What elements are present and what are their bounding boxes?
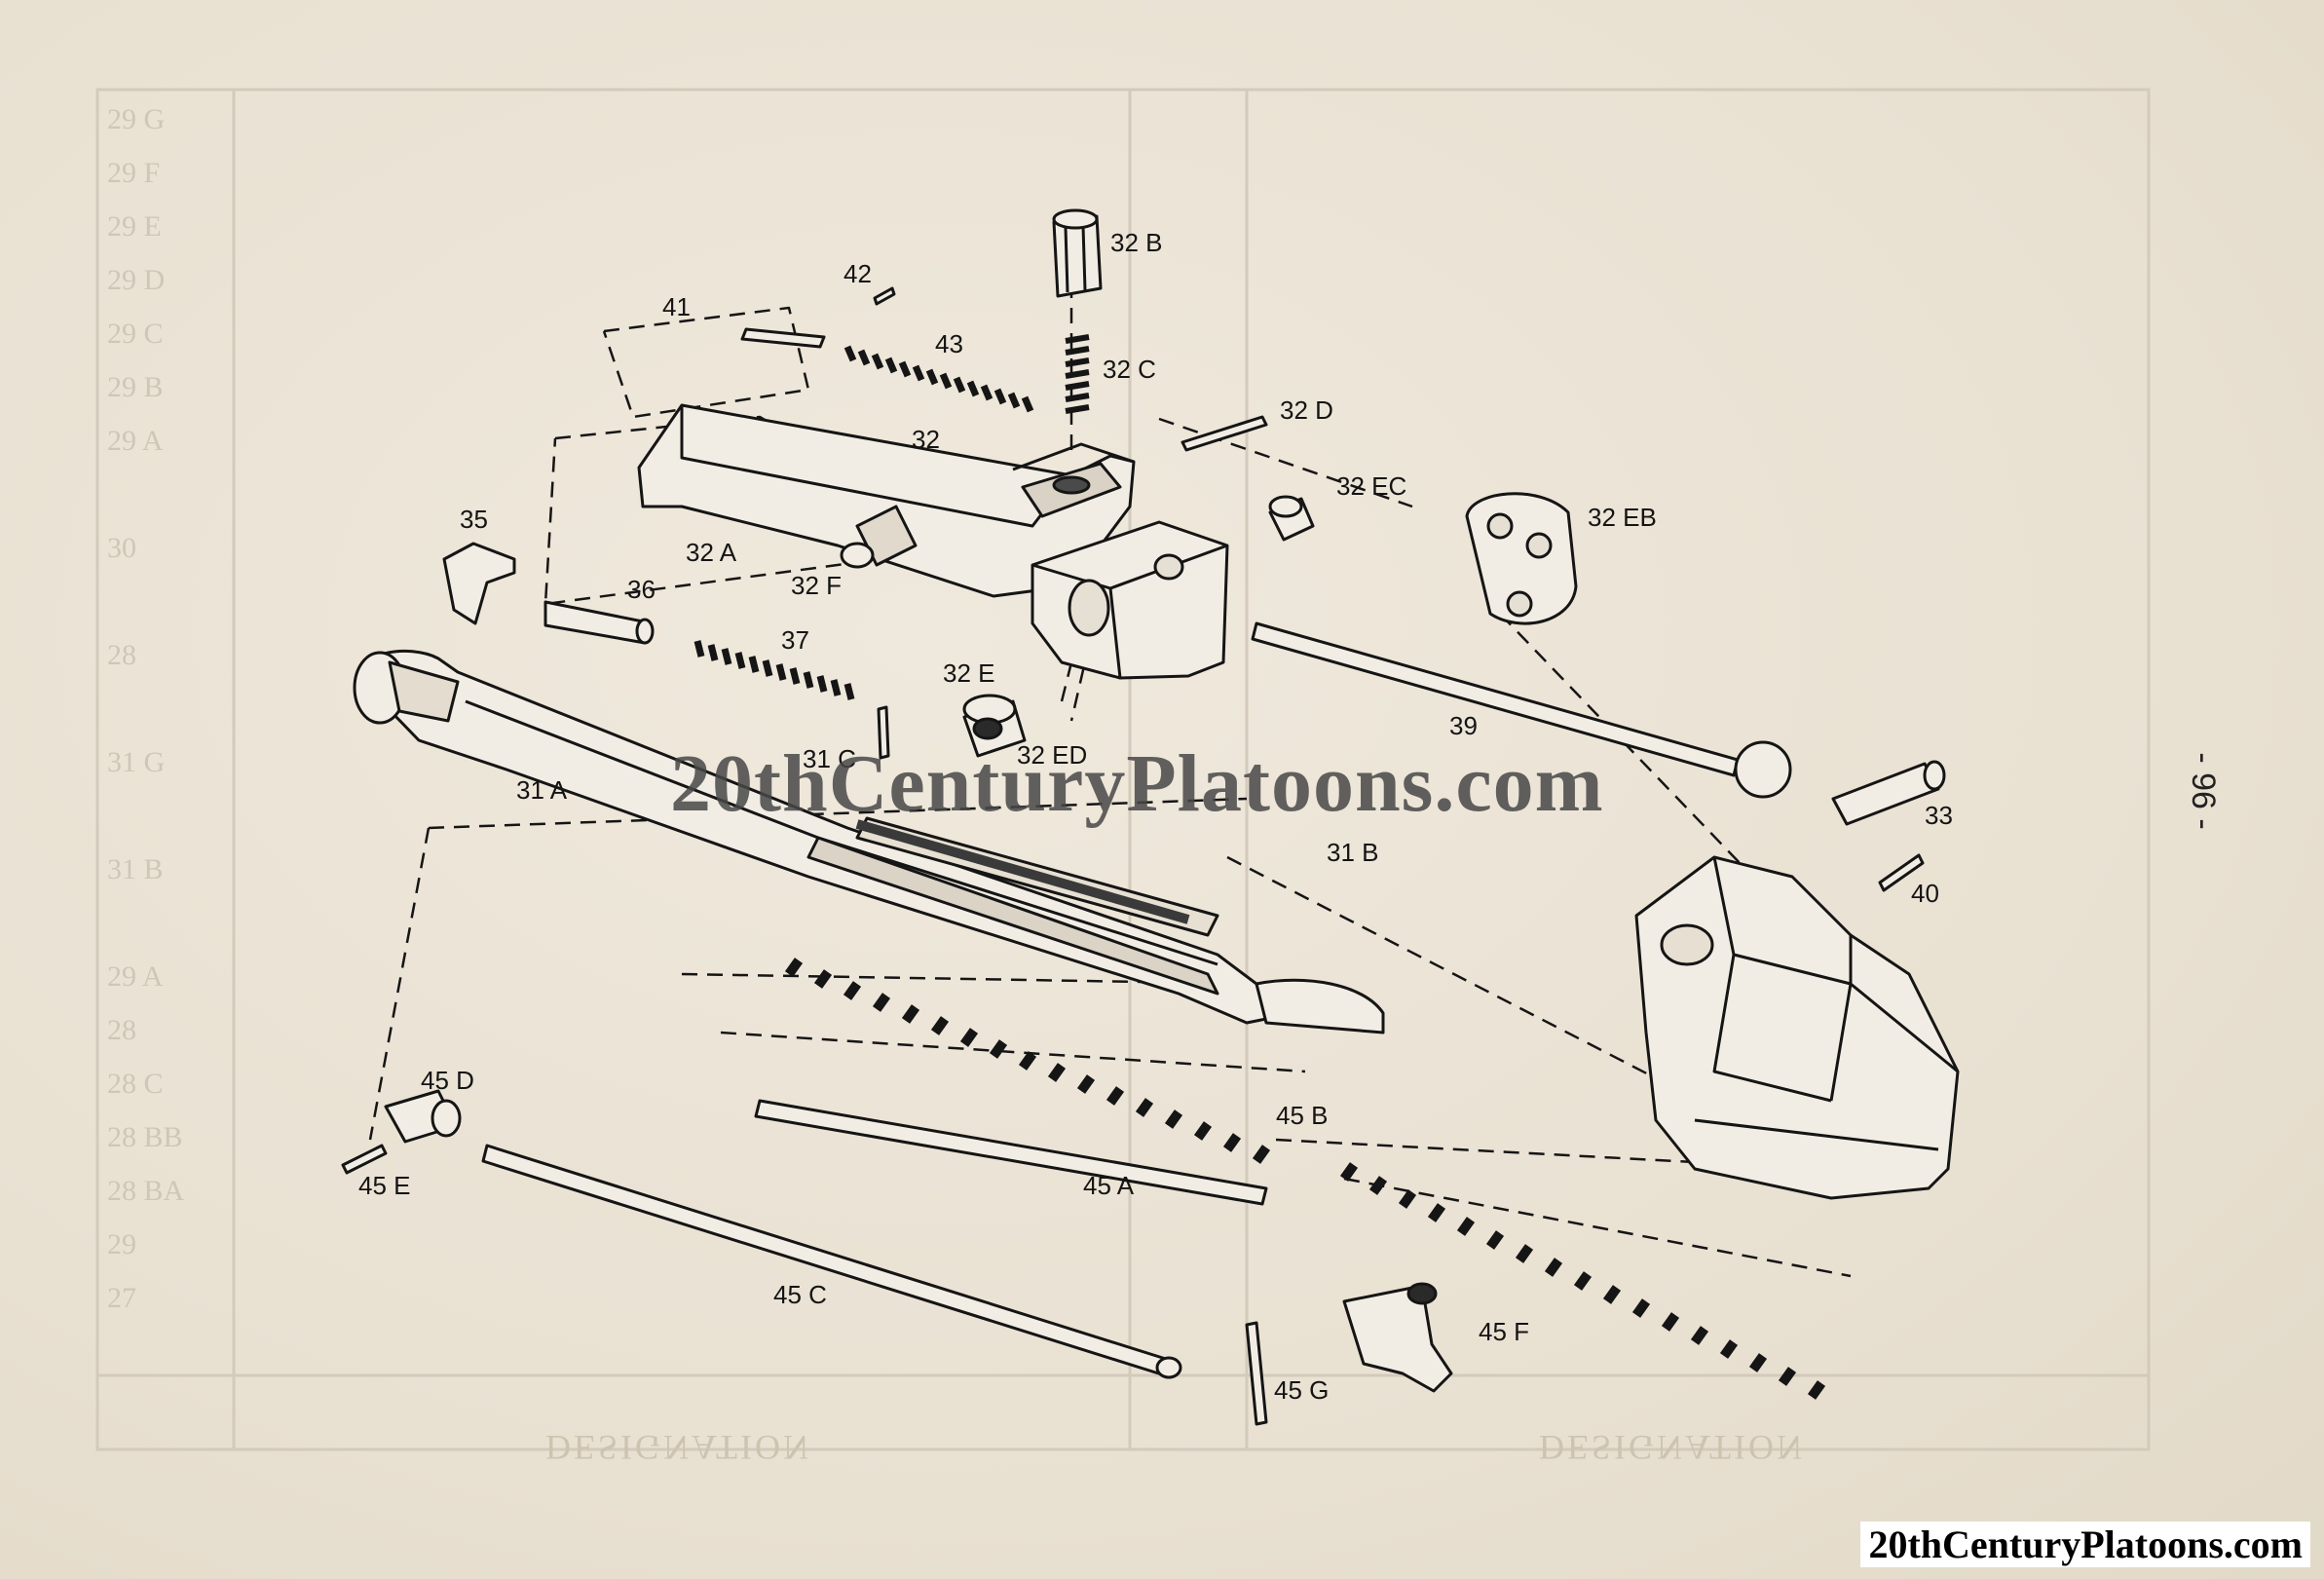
part-32ed-bushing <box>962 694 1027 758</box>
part-label: 32 E <box>943 658 995 688</box>
ghost-row-number: 28 BB <box>107 1121 183 1153</box>
ghost-row-number: 29 E <box>107 210 162 243</box>
bleed-through-rows: 29 G 29 F 29 E 29 D 29 C 29 B 29 A 30 28 31 G 31 B… <box>107 103 185 1314</box>
part-45e-pin <box>341 1144 388 1175</box>
part-45d-bushing <box>384 1089 462 1144</box>
part-32b-cap <box>1052 208 1103 298</box>
part-45c-rod <box>481 1144 1182 1379</box>
ghost-row-number: 29 A <box>107 425 164 457</box>
part-label: 45 F <box>1479 1317 1529 1346</box>
part-label: 32 C <box>1103 355 1156 384</box>
part-32e-block <box>1031 520 1229 680</box>
part-40-pin <box>1878 853 1925 892</box>
part-label: 31 B <box>1327 838 1379 867</box>
ghost-row-number: 28 BA <box>107 1175 185 1207</box>
part-32ec-bushing <box>1268 495 1315 542</box>
page-number: - 96 - <box>2185 752 2223 830</box>
part-label: 33 <box>1925 801 1953 830</box>
part-label: 31 C <box>803 744 856 773</box>
part-label: 43 <box>935 329 963 358</box>
ghost-row-number: 29 A <box>107 960 164 993</box>
part-label: 41 <box>662 292 691 321</box>
part-45f-head <box>1342 1282 1453 1393</box>
part-32c-spring <box>1065 334 1090 414</box>
ghost-row-number: 30 <box>107 532 136 564</box>
ghost-row-number: 29 <box>107 1228 136 1260</box>
part-45a-rod <box>754 1099 1268 1206</box>
part-31-bolt <box>353 649 1385 1034</box>
part-label: 45 D <box>421 1066 474 1095</box>
part-label: 37 <box>781 625 809 655</box>
part-label: 32 EB <box>1588 503 1657 532</box>
part-39-rod <box>1251 621 1792 799</box>
part-label: 32 B <box>1110 228 1163 257</box>
part-31-housing <box>1634 855 1960 1200</box>
watermark-corner: 20thCenturyPlatoons.com <box>1860 1522 2310 1567</box>
ghost-row-number: 31 G <box>107 746 165 778</box>
ghost-row-number: 29 F <box>107 157 160 189</box>
ghost-row-number: 28 <box>107 1014 136 1046</box>
parts <box>341 208 1960 1426</box>
part-label: 45 A <box>1083 1171 1135 1200</box>
watermark-center: 20thCenturyPlatoons.com <box>670 738 1604 829</box>
part-label: 32 ED <box>1017 740 1087 770</box>
part-labels: 32 B 42 41 43 32 C 32 D 32 32 EC 32 EB 35 32 A 32 F… <box>358 228 1953 1405</box>
ghost-header-left: DESIGNATION <box>545 1428 811 1467</box>
part-label: 45 E <box>358 1171 411 1200</box>
ghost-row-number: 29 B <box>107 371 164 403</box>
ghost-row-number: 27 <box>107 1282 136 1314</box>
bleed-through-table <box>95 88 2151 1451</box>
part-label: 35 <box>460 505 488 534</box>
part-label: 42 <box>843 259 872 288</box>
part-35 <box>442 542 516 625</box>
ghost-row-number: 29 G <box>107 103 165 135</box>
part-label: 45 C <box>773 1280 827 1309</box>
part-41-pin <box>740 327 826 349</box>
part-45b-spring-lower <box>1339 1162 1826 1400</box>
part-label: 39 <box>1449 711 1478 740</box>
ghost-row-number: 28 <box>107 639 136 671</box>
part-42-pin <box>873 286 896 306</box>
part-label: 40 <box>1911 879 1939 908</box>
part-45g-pin <box>1245 1321 1268 1426</box>
part-label: 36 <box>627 575 656 604</box>
part-31c-pin <box>877 705 890 760</box>
part-36-tube <box>544 600 655 645</box>
part-43-spring <box>843 345 1034 413</box>
part-label: 32 EC <box>1336 471 1406 501</box>
part-label: 31 A <box>516 775 568 805</box>
ghost-row-number: 31 B <box>107 853 164 885</box>
part-label: 32 D <box>1280 395 1333 425</box>
part-33-pin <box>1831 760 1946 826</box>
ghost-row-number: 29 D <box>107 264 165 296</box>
part-label: 32 F <box>791 571 842 600</box>
part-32d-pin <box>1181 415 1268 452</box>
part-label: 32 <box>912 425 940 454</box>
ghost-row-number: 29 C <box>107 318 164 350</box>
part-label: 32 A <box>686 538 737 567</box>
part-32eb-plate <box>1465 492 1578 625</box>
part-label: 45 B <box>1276 1101 1329 1130</box>
ghost-header-right: DESIGNATION <box>1539 1428 1805 1467</box>
part-45b-spring <box>784 958 1271 1164</box>
ghost-row-number: 28 C <box>107 1068 164 1100</box>
part-label: 45 G <box>1274 1375 1329 1405</box>
part-37-spring <box>693 640 855 700</box>
